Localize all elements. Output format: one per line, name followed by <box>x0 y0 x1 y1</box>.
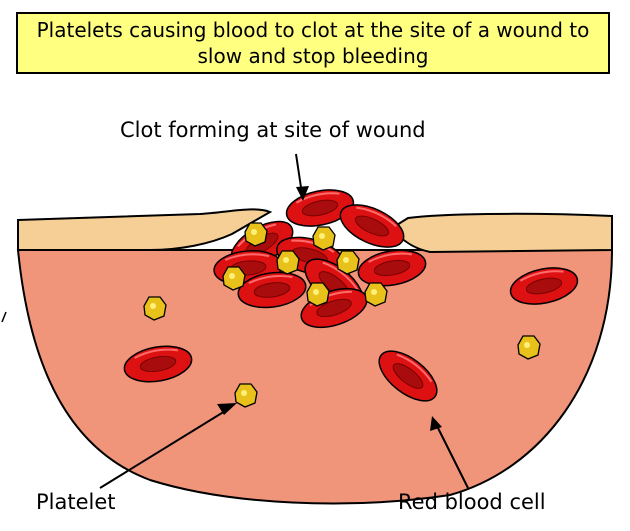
platelet <box>144 297 166 320</box>
platelet <box>365 283 387 306</box>
platelet-label: Platelet <box>36 490 116 514</box>
platelet <box>235 384 257 407</box>
skin-right <box>392 214 612 252</box>
platelet <box>245 223 267 246</box>
platelet <box>313 227 335 250</box>
platelet <box>518 336 540 359</box>
clot-label: Clot forming at site of wound <box>120 118 426 142</box>
platelet <box>223 267 245 290</box>
skin-left <box>18 209 270 250</box>
platelet <box>337 251 359 274</box>
red-blood-cell-label: Red blood cell <box>398 490 546 514</box>
platelet <box>307 283 329 306</box>
platelet <box>277 251 299 274</box>
